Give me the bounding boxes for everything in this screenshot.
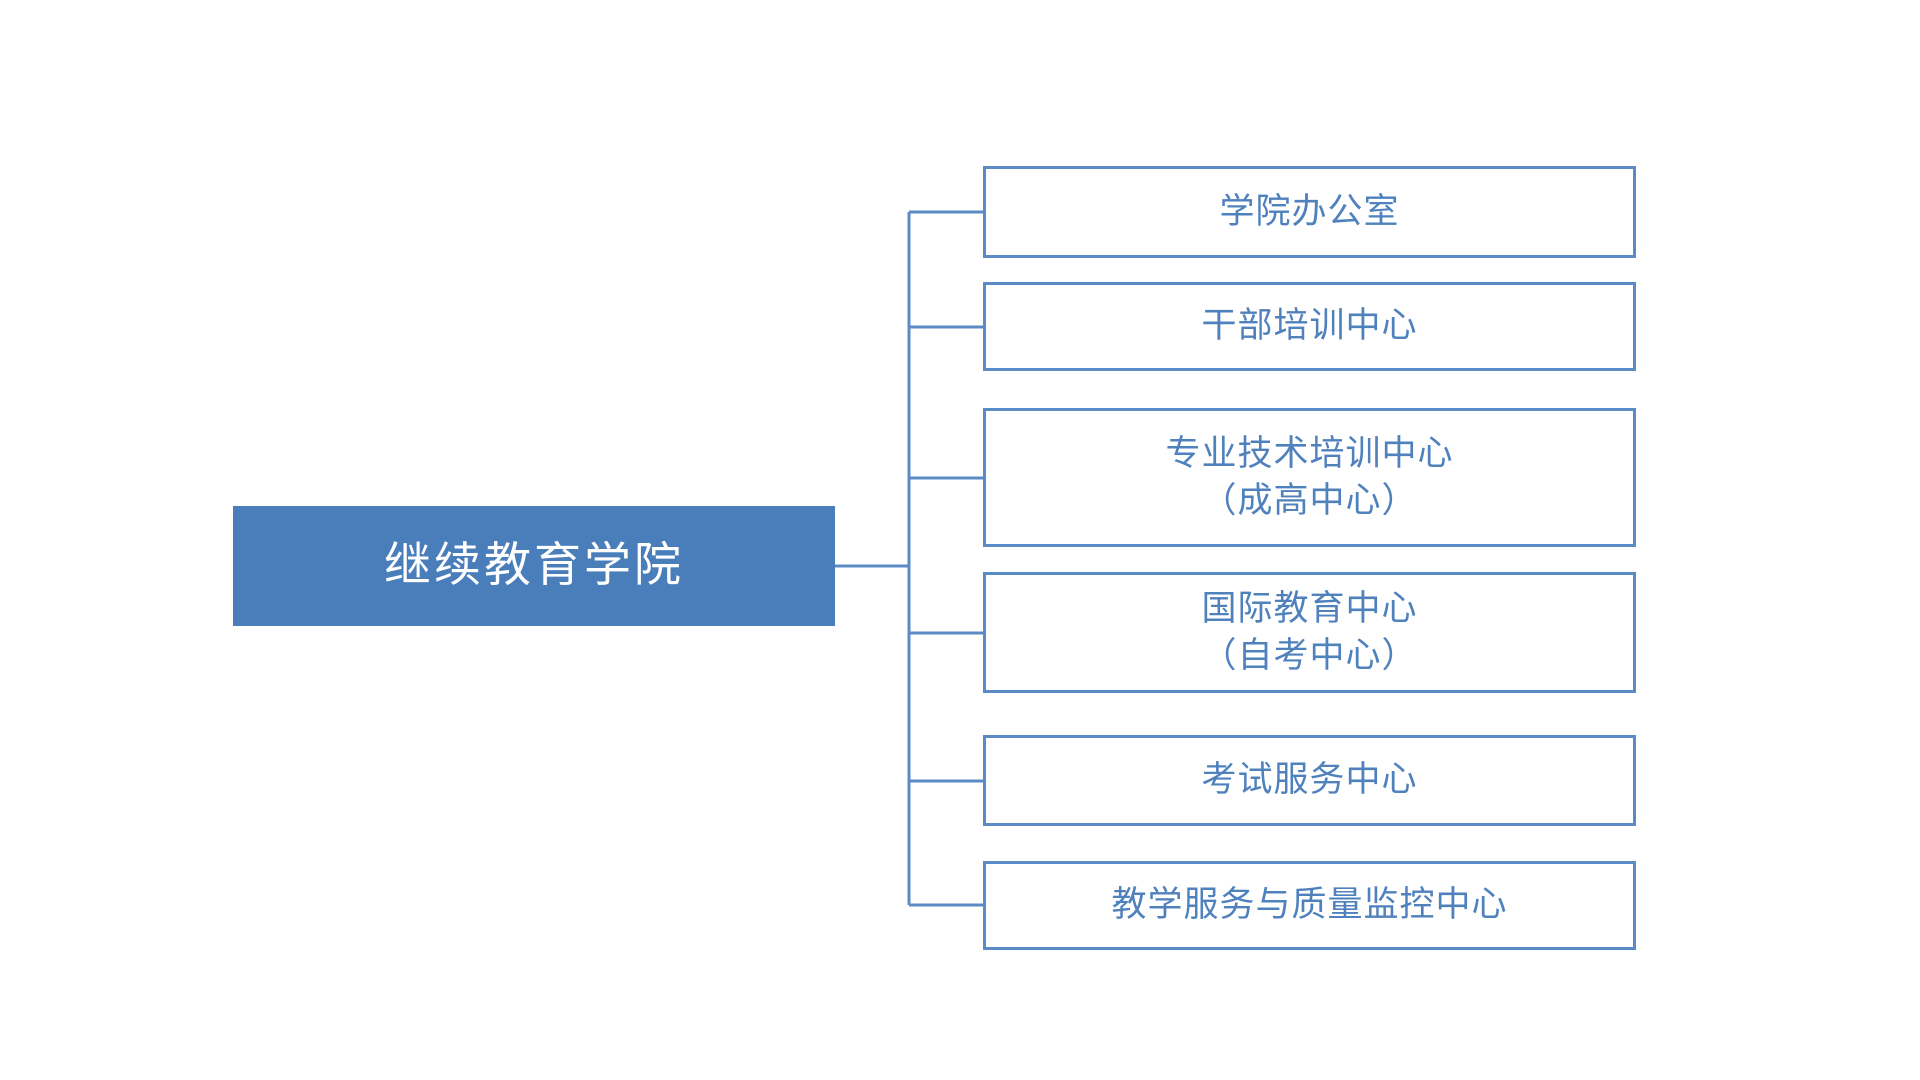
org-node-teaching-service-quality-monitoring-center[interactable]: 教学服务与质量监控中心 xyxy=(983,861,1636,950)
org-node-international-education-center-label: 国际教育中心 （自考中心） xyxy=(1201,589,1418,676)
org-node-exam-service-center[interactable]: 考试服务中心 xyxy=(983,735,1636,826)
org-node-college-office[interactable]: 学院办公室 xyxy=(983,166,1636,258)
org-node-professional-technical-training-center[interactable]: 专业技术培训中心 （成高中心） xyxy=(983,408,1636,547)
org-node-professional-technical-training-center-label: 专业技术培训中心 （成高中心） xyxy=(1165,434,1454,521)
org-node-cadre-training-center-label: 干部培训中心 xyxy=(1201,306,1418,347)
org-node-root[interactable]: 继续教育学院 xyxy=(233,506,835,626)
org-node-teaching-service-quality-monitoring-center-label: 教学服务与质量监控中心 xyxy=(1111,885,1508,926)
org-node-college-office-label: 学院办公室 xyxy=(1219,191,1400,232)
org-node-root-label: 继续教育学院 xyxy=(384,537,684,593)
org-node-cadre-training-center[interactable]: 干部培训中心 xyxy=(983,282,1636,371)
org-node-international-education-center[interactable]: 国际教育中心 （自考中心） xyxy=(983,572,1636,693)
org-node-exam-service-center-label: 考试服务中心 xyxy=(1201,760,1418,801)
